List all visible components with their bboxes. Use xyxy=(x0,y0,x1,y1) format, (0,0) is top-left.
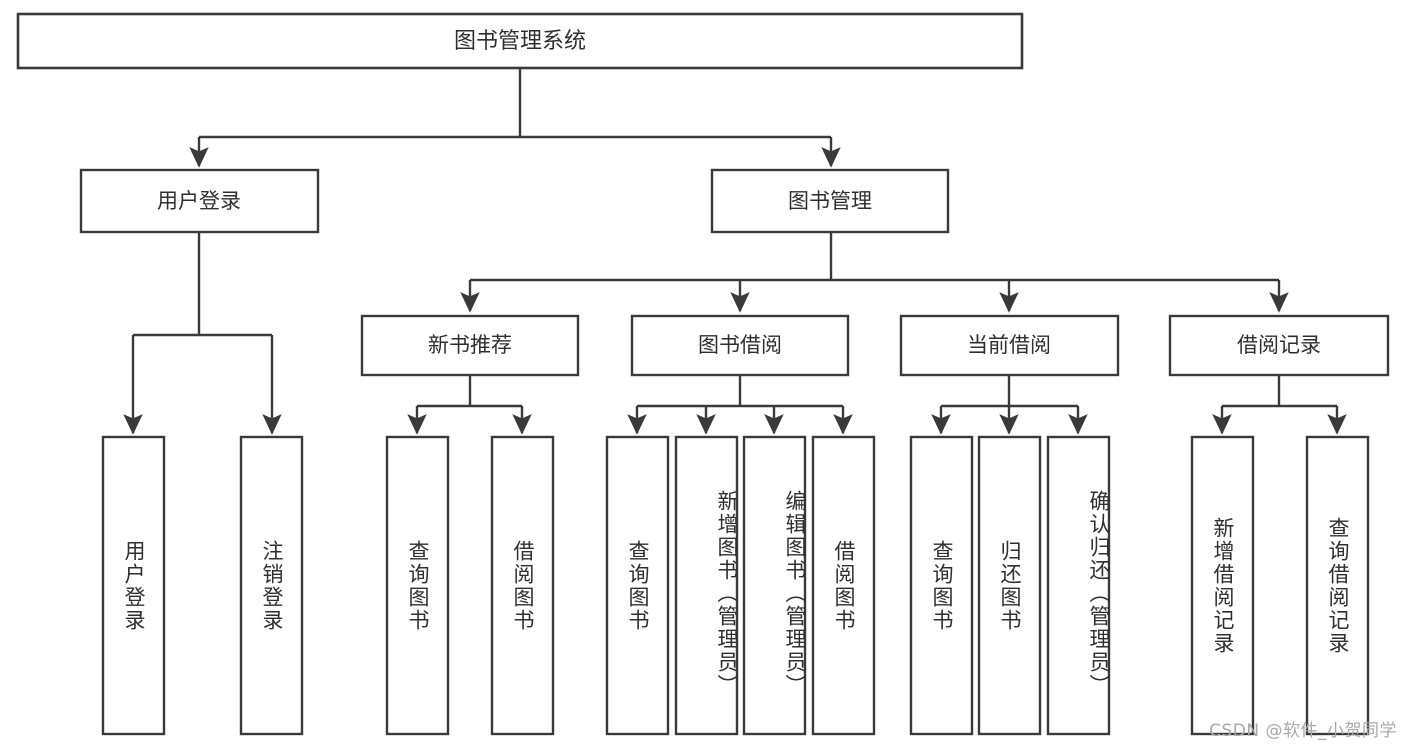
node-current-borrow-label: 当前借阅 xyxy=(967,333,1051,357)
node-book-manage[interactable]: 图书管理 xyxy=(710,168,950,234)
leaf-node-book-borrow-0[interactable] xyxy=(605,435,670,736)
node-user-login[interactable]: 用户登录 xyxy=(79,168,320,234)
edge-group-book-borrow-to-leaves xyxy=(627,375,853,435)
leaf-node-borrow-records-1[interactable] xyxy=(1305,435,1370,736)
leaf-node-new-book-1[interactable] xyxy=(490,435,555,736)
leaf-node-current-borrow-2[interactable] xyxy=(1046,435,1111,736)
node-user-login-label: 用户登录 xyxy=(157,189,241,213)
node-book-manage-label: 图书管理 xyxy=(788,189,872,213)
node-current-borrow[interactable]: 当前借阅 xyxy=(899,314,1120,377)
node-book-borrow[interactable]: 图书借阅 xyxy=(630,314,850,377)
leaf-node-user-login-0[interactable] xyxy=(101,435,166,736)
node-borrow-records-label: 借阅记录 xyxy=(1237,333,1321,357)
edge-group-user-login-to-leaves xyxy=(123,232,282,435)
node-new-book-recommend-label: 新书推荐 xyxy=(428,333,512,357)
node-new-book-recommend[interactable]: 新书推荐 xyxy=(360,314,580,377)
edge-group-borrow-records-to-leaves xyxy=(1212,375,1347,435)
leaf-node-user-login-1[interactable] xyxy=(239,435,304,736)
leaf-node-borrow-records-0[interactable] xyxy=(1190,435,1255,736)
leaf-node-book-borrow-2[interactable] xyxy=(742,435,807,736)
leaf-node-book-borrow-1[interactable] xyxy=(674,435,739,736)
node-borrow-records[interactable]: 借阅记录 xyxy=(1168,314,1390,377)
leaf-node-current-borrow-0[interactable] xyxy=(909,435,974,736)
node-book-borrow-label: 图书借阅 xyxy=(698,333,782,357)
node-root-label: 图书管理系统 xyxy=(454,29,586,54)
edge-group-book-manage-to-level3 xyxy=(460,232,1289,313)
leaf-node-book-borrow-3[interactable] xyxy=(811,435,876,736)
edge-group-root-to-level2 xyxy=(189,68,841,168)
edge-group-new-book-to-leaves xyxy=(407,375,532,435)
watermark-text: CSDN @软件_小贺同学 xyxy=(1209,721,1397,741)
leaf-node-new-book-0[interactable] xyxy=(385,435,450,736)
node-root[interactable]: 图书管理系统 xyxy=(16,12,1024,70)
edge-group-current-borrow-to-leaves xyxy=(931,375,1088,435)
leaf-node-current-borrow-1[interactable] xyxy=(977,435,1042,736)
